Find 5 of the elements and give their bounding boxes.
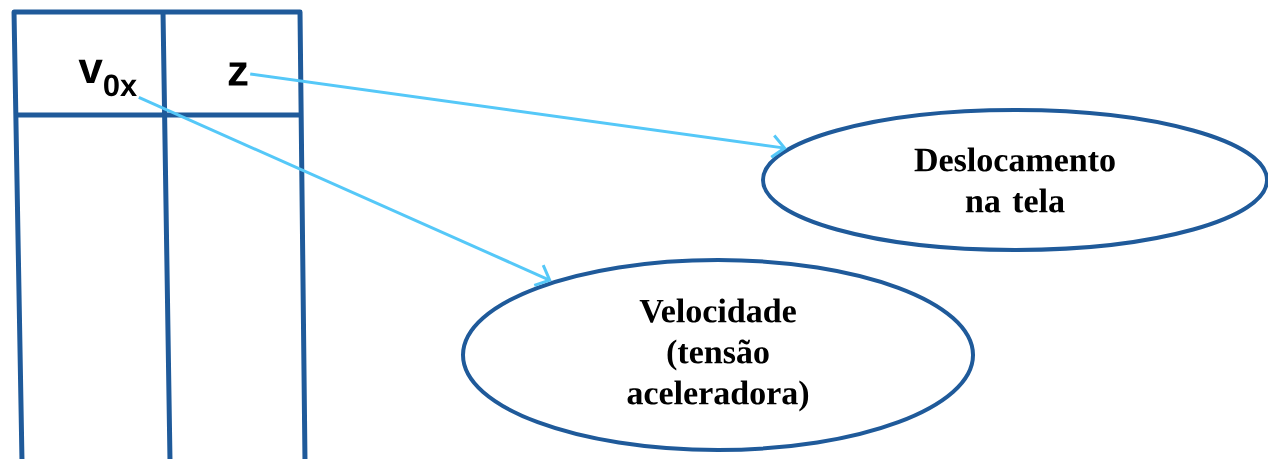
arrow [250, 72, 787, 159]
cell-label: v$_{0x}$ [78, 59, 137, 97]
cell-label: z [228, 62, 248, 86]
ellipse-node: Velocidade (tensão aceleradora) [461, 258, 975, 452]
arrow [138, 96, 552, 287]
